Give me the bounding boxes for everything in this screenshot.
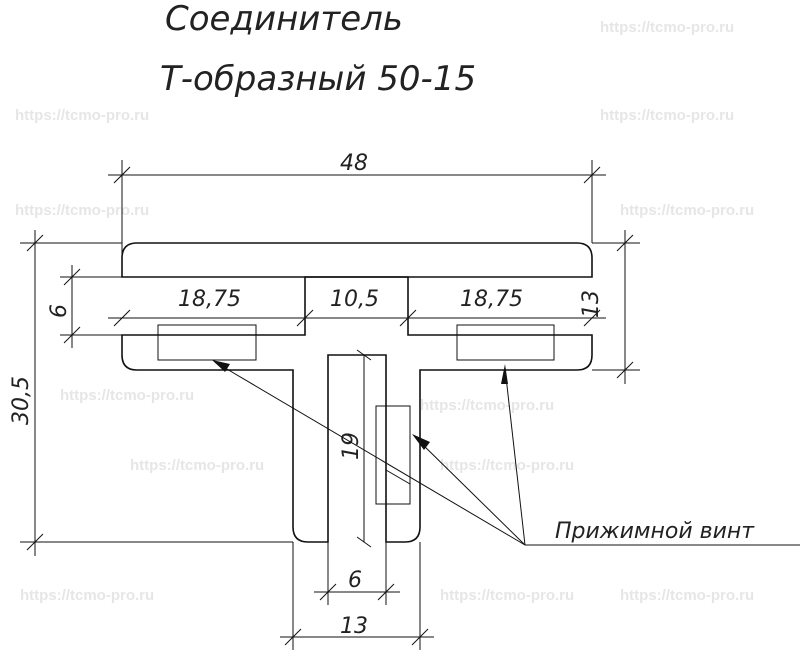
left-pad-insert xyxy=(157,324,257,336)
right-pad-insert xyxy=(456,324,555,336)
top-flange xyxy=(121,242,593,278)
watermark-text: https://tcmo-pro.ru xyxy=(15,107,149,124)
watermark-text: https://tcmo-pro.ru xyxy=(20,587,154,604)
dim-width-total: 48 xyxy=(340,151,368,176)
arrowhead xyxy=(212,360,230,372)
watermark-text: https://tcmo-pro.ru xyxy=(60,387,194,404)
watermark-text: https://tcmo-pro.ru xyxy=(600,19,734,36)
dim-center: 10,5 xyxy=(330,287,379,312)
stem-pad-insert xyxy=(375,405,411,505)
title-line-1: Соединитель xyxy=(165,0,403,39)
watermark-text: https://tcmo-pro.ru xyxy=(440,587,574,604)
dim-gap: 6 xyxy=(47,304,72,318)
dim-stem-slot-width: 6 xyxy=(348,568,362,593)
callout-clamp-screw: Прижимной винт xyxy=(555,519,755,544)
watermark-text: https://tcmo-pro.ru xyxy=(600,107,734,124)
dimension-lines xyxy=(20,160,640,650)
title-line-2: Т-образный 50-15 xyxy=(160,59,476,99)
watermark-text: https://tcmo-pro.ru xyxy=(620,587,754,604)
dim-stem-slot-depth: 19 xyxy=(339,432,364,460)
dim-stem-width: 13 xyxy=(340,614,368,639)
stem-pad xyxy=(375,405,411,505)
watermark-text: https://tcmo-pro.ru xyxy=(620,202,754,219)
watermark-text: https://tcmo-pro.ru xyxy=(440,457,574,474)
watermark-text: https://tcmo-pro.ru xyxy=(420,397,554,414)
callout-leaders xyxy=(214,361,800,546)
watermark-text: https://tcmo-pro.ru xyxy=(130,457,264,474)
dim-flange-height: 13 xyxy=(579,290,604,318)
arrowhead xyxy=(412,434,430,450)
watermark-text: https://tcmo-pro.ru xyxy=(15,202,149,219)
dim-height-total: 30,5 xyxy=(9,376,34,425)
dim-right-slot: 18,75 xyxy=(460,287,523,312)
arrowhead xyxy=(501,364,508,384)
dim-left-slot: 18,75 xyxy=(178,287,241,312)
left-pad xyxy=(157,324,257,361)
lower-flange-and-stem xyxy=(121,276,593,543)
right-pad xyxy=(456,324,555,361)
t-connector-section xyxy=(121,242,593,543)
watermark-layer: https://tcmo-pro.ru https://tcmo-pro.ru ht… xyxy=(15,19,754,604)
